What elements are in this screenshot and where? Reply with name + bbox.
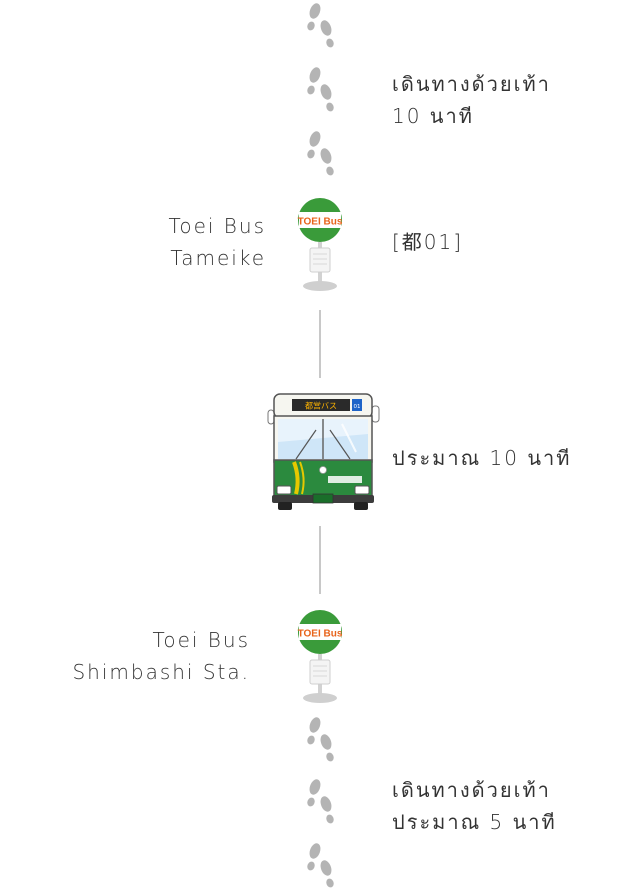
bus-icon: 都営バス 01 — [266, 390, 382, 512]
footprints-icon — [302, 130, 338, 178]
footprints-icon — [302, 716, 338, 764]
bus-stop-sign-text: TOEI Bus — [298, 629, 343, 640]
bus-stop-sign-icon: TOEI Bus — [296, 610, 344, 706]
route-connector-line — [319, 310, 321, 378]
route-label: [都01] — [392, 230, 464, 254]
bus-destination-sign: 都営バス — [305, 401, 337, 411]
bus-ride-duration: ประมาณ 10 นาที — [392, 446, 572, 470]
footprints-icon — [302, 2, 338, 50]
footprints-icon — [302, 842, 338, 890]
stop-tameike-line1: Toei Bus — [168, 214, 266, 238]
bus-stop-sign-icon: TOEI Bus — [296, 198, 344, 294]
stop-shimbashi-line1: Toei Bus — [152, 628, 250, 652]
walk-top-line2: 10 นาที — [392, 104, 474, 128]
footprints-icon — [302, 778, 338, 826]
bus-stop-sign-text: TOEI Bus — [298, 217, 343, 228]
walk-bottom-line2: ประมาณ 5 นาที — [392, 810, 557, 834]
walk-top-label: เดินทางด้วยเท้า 10 นาที — [392, 68, 551, 132]
walk-bottom-label: เดินทางด้วยเท้า ประมาณ 5 นาที — [392, 774, 557, 838]
walk-top-line1: เดินทางด้วยเท้า — [392, 72, 551, 96]
bus-route-badge: 01 — [354, 404, 361, 410]
stop-tameike-name: Toei Bus Tameike — [169, 210, 266, 274]
footprints-icon — [302, 66, 338, 114]
stop-shimbashi-line2: Shimbashi Sta. — [72, 660, 250, 684]
stop-shimbashi-name: Toei Bus Shimbashi Sta. — [72, 624, 250, 688]
stop-tameike-line2: Tameike — [170, 246, 266, 270]
route-connector-line — [319, 526, 321, 594]
walk-bottom-line1: เดินทางด้วยเท้า — [392, 778, 551, 802]
